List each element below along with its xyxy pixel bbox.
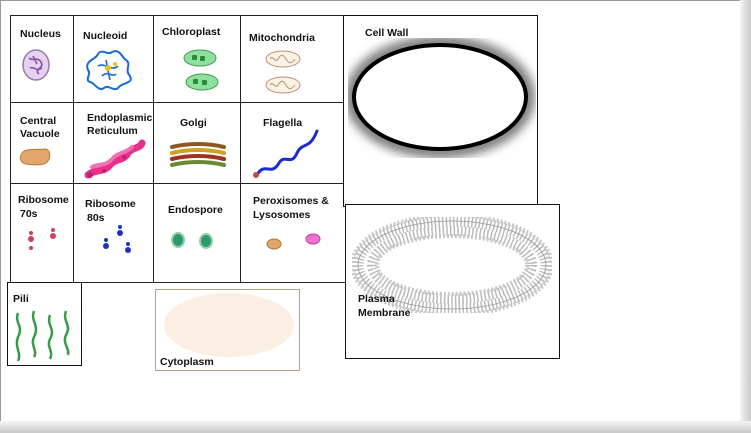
cell-mitochondria[interactable]: Mitochondria — [240, 15, 347, 103]
ribosome-80s-icon — [103, 225, 131, 253]
peroxisome-lysosome-icon — [266, 233, 321, 250]
label-plasma-2: Membrane — [358, 307, 411, 319]
cell-endospore[interactable]: Endospore — [153, 183, 241, 283]
label-cell-wall: Cell Wall — [365, 27, 409, 39]
box-plasma-membrane[interactable]: Plasma Membrane — [345, 204, 560, 359]
label-ribosome80-2: 80s — [87, 212, 105, 224]
cell-er[interactable]: Endoplasmic Reticulum — [73, 102, 154, 184]
label-chloroplast: Chloroplast — [162, 26, 221, 38]
cell-nucleus[interactable]: Nucleus — [10, 15, 74, 103]
endospore-icon — [171, 232, 213, 249]
slide-shadow-bottom — [0, 421, 751, 433]
plasma-membrane-icon — [352, 217, 552, 313]
cell-wall-icon — [348, 38, 535, 158]
label-er-2: Reticulum — [87, 125, 138, 137]
nucleoid-icon — [86, 50, 132, 91]
pili-icon — [15, 310, 70, 362]
cell-nucleoid[interactable]: Nucleoid — [73, 15, 154, 103]
slide-shadow-right — [740, 0, 751, 433]
cell-central-vacuole[interactable]: Central Vacuole — [10, 102, 74, 184]
label-mitochondria: Mitochondria — [249, 32, 315, 44]
mitochondria-icon — [265, 50, 301, 94]
organelle-grid: Nucleus Nucleoid Chloroplast Mitochondri… — [10, 15, 347, 283]
label-cytoplasm: Cytoplasm — [160, 356, 214, 368]
cell-chloroplast[interactable]: Chloroplast — [153, 15, 241, 103]
cell-ribosome-70s[interactable]: Ribosome 70s — [10, 183, 74, 283]
label-plasma-1: Plasma — [358, 293, 395, 305]
label-nucleus: Nucleus — [20, 28, 61, 40]
nucleus-icon — [22, 49, 50, 81]
label-central-vacuole-2: Vacuole — [20, 128, 60, 140]
cell-flagella[interactable]: Flagella — [240, 102, 347, 184]
label-ribosome70-2: 70s — [20, 208, 38, 220]
label-ribosome70-1: Ribosome — [18, 194, 69, 206]
cytoplasm-icon — [164, 293, 294, 357]
chloroplast-icon — [183, 49, 219, 91]
vacuole-icon — [19, 148, 51, 166]
label-central-vacuole-1: Central — [20, 115, 57, 127]
label-er-1: Endoplasmic — [87, 112, 153, 124]
label-perox-1: Peroxisomes & — [253, 195, 329, 207]
label-ribosome80-1: Ribosome — [85, 198, 136, 210]
flagella-icon — [253, 129, 319, 178]
label-flagella: Flagella — [263, 117, 303, 129]
box-cytoplasm[interactable]: Cytoplasm — [155, 289, 300, 371]
cell-peroxisomes-lysosomes[interactable]: Peroxisomes & Lysosomes — [240, 183, 347, 283]
label-nucleoid: Nucleoid — [83, 30, 128, 42]
label-perox-2: Lysosomes — [253, 209, 311, 221]
box-pili[interactable]: Pili — [7, 282, 82, 366]
label-pili: Pili — [13, 293, 29, 305]
box-cell-wall[interactable]: Cell Wall — [343, 15, 538, 207]
er-icon — [84, 139, 146, 179]
ribosome-70s-icon — [28, 228, 56, 250]
golgi-icon — [170, 142, 226, 167]
cell-golgi[interactable]: Golgi — [153, 102, 241, 184]
cell-ribosome-80s[interactable]: Ribosome 80s — [73, 183, 154, 283]
label-endospore: Endospore — [168, 204, 223, 216]
label-golgi: Golgi — [180, 117, 207, 129]
